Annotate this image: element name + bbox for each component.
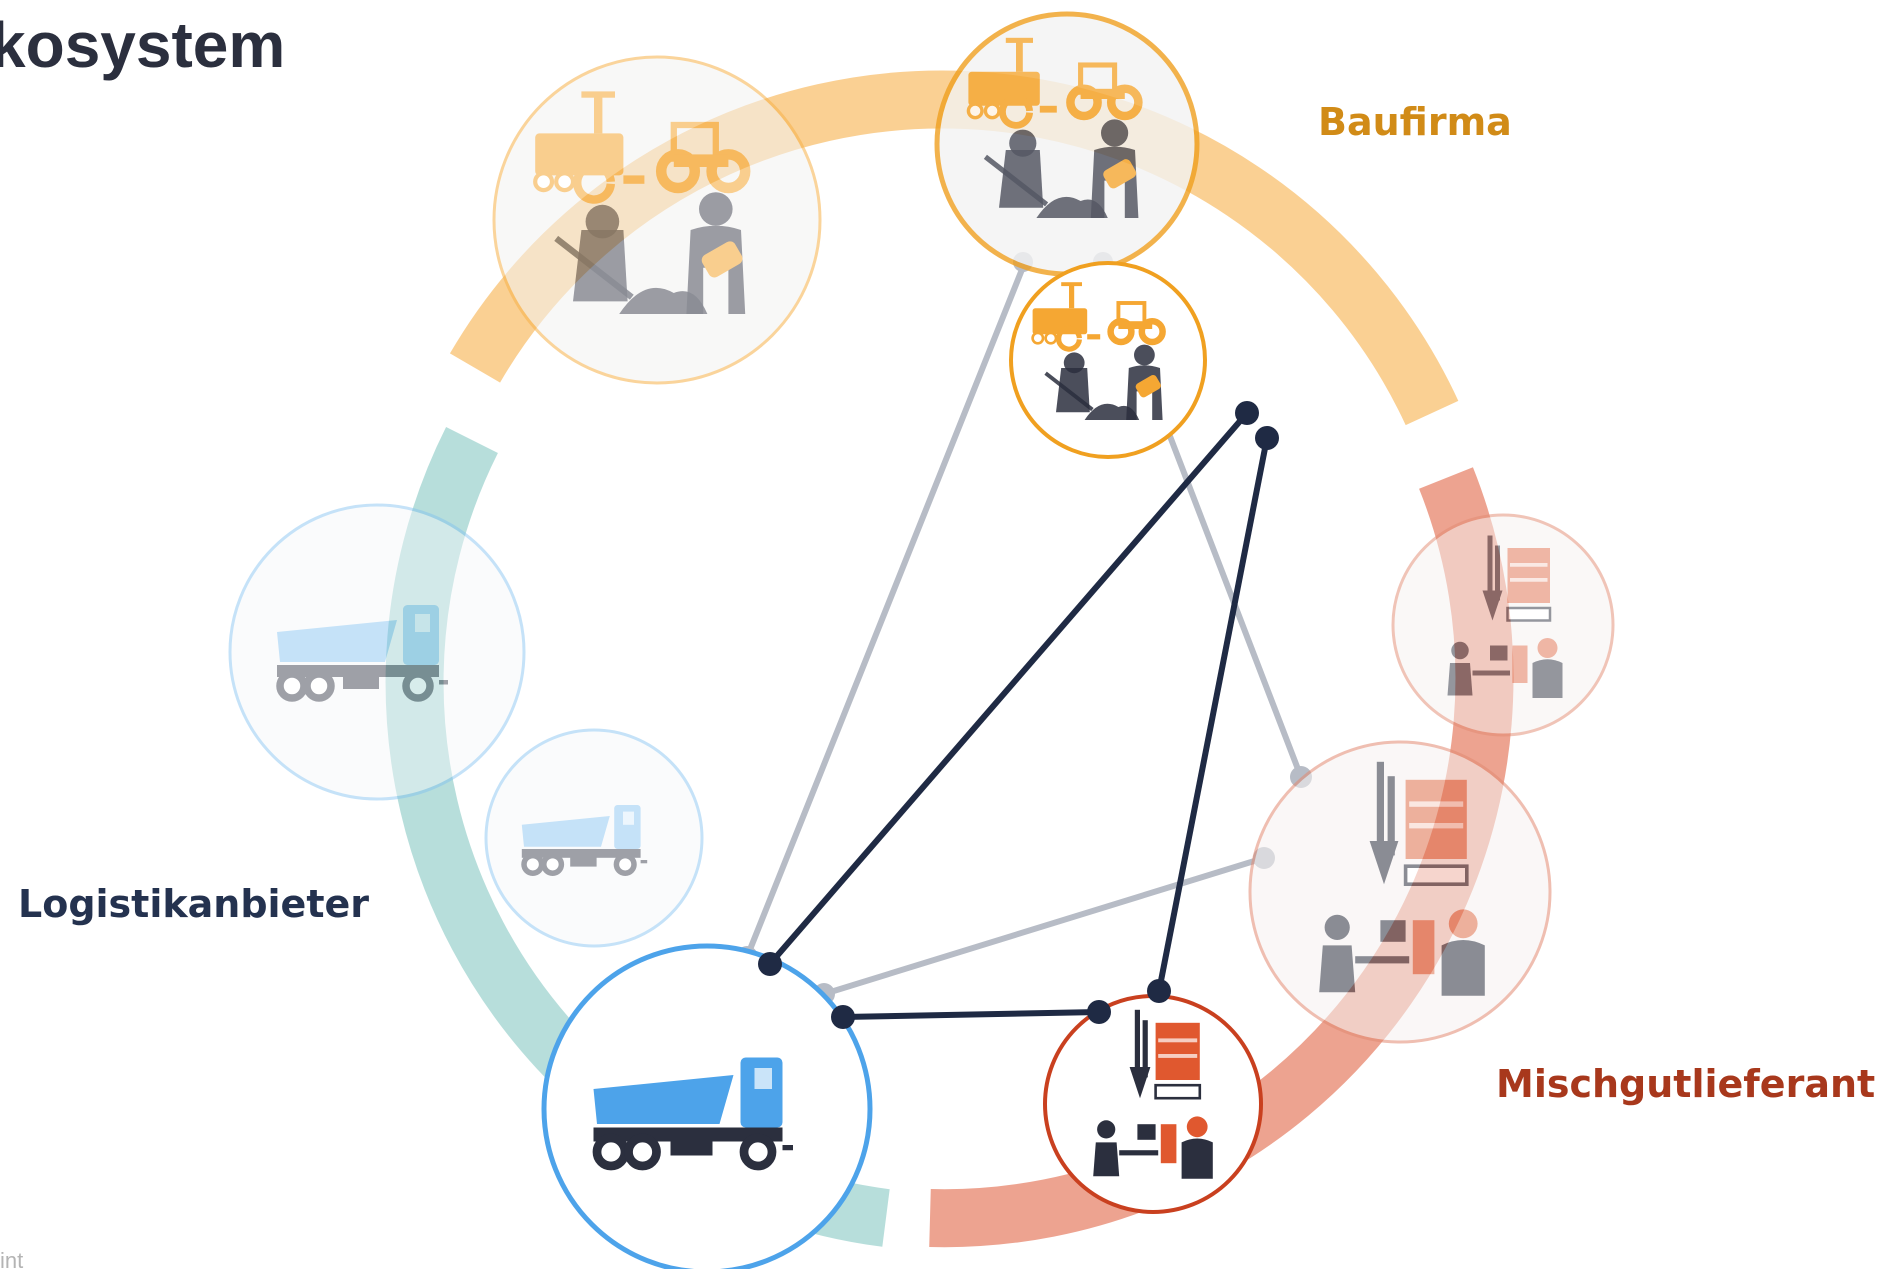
link-active-1 bbox=[767, 411, 1250, 966]
link-node bbox=[831, 1005, 855, 1029]
footer-text: int bbox=[0, 1248, 24, 1273]
active-link-nodes bbox=[758, 401, 1279, 1029]
page-title: kosystem bbox=[0, 9, 286, 81]
node-mischgut-active bbox=[1043, 994, 1263, 1214]
node-logistik-small-faded bbox=[484, 728, 704, 948]
label-mischgutlieferant: Mischgutlieferant bbox=[1496, 1062, 1876, 1106]
link-node bbox=[758, 952, 782, 976]
node-logistik-active bbox=[541, 943, 873, 1269]
node-baufirma-active bbox=[1009, 261, 1207, 459]
label-baufirma: Baufirma bbox=[1318, 100, 1512, 144]
link-active-2 bbox=[1156, 437, 1270, 992]
active-links bbox=[767, 411, 1270, 1020]
link-active-3 bbox=[842, 1009, 1100, 1020]
node-mischgut-small-faded bbox=[1391, 513, 1615, 737]
node-mischgut-large-faded bbox=[1248, 740, 1552, 1044]
node-baufirma-large-faded bbox=[492, 55, 822, 385]
node-logistik-large-faded bbox=[228, 503, 526, 801]
link-node bbox=[1147, 979, 1171, 1003]
link-inactive-1 bbox=[744, 265, 1026, 959]
label-logistikanbieter: Logistikanbieter bbox=[18, 882, 369, 926]
link-node bbox=[1235, 401, 1259, 425]
link-node bbox=[1255, 426, 1279, 450]
link-node bbox=[1087, 1000, 1111, 1024]
link-inactive-3 bbox=[823, 855, 1265, 997]
node-baufirma-top bbox=[934, 11, 1200, 277]
